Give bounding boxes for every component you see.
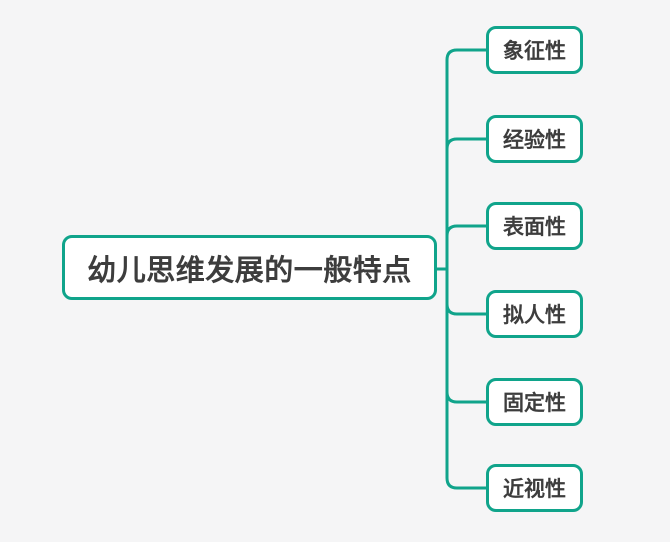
- root-topic-node[interactable]: 幼儿思维发展的一般特点: [62, 235, 437, 300]
- branch-line: [445, 390, 488, 404]
- subtopic-label: 表面性: [503, 216, 566, 239]
- branch-line: [445, 137, 488, 151]
- subtopic-node-1[interactable]: 象征性: [486, 26, 583, 74]
- branch-line: [445, 224, 488, 238]
- subtopic-label: 固定性: [503, 392, 566, 415]
- subtopic-node-2[interactable]: 经验性: [486, 115, 583, 163]
- subtopic-node-3[interactable]: 表面性: [486, 202, 583, 250]
- subtopic-label: 近视性: [503, 478, 566, 501]
- root-topic-label: 幼儿思维发展的一般特点: [87, 254, 412, 287]
- subtopic-label: 象征性: [503, 40, 566, 63]
- subtopic-node-6[interactable]: 近视性: [486, 464, 583, 512]
- trunk-line: [445, 48, 488, 490]
- subtopic-label: 拟人性: [503, 304, 566, 327]
- subtopic-label: 经验性: [503, 129, 566, 152]
- subtopic-node-4[interactable]: 拟人性: [486, 290, 583, 338]
- branch-line: [445, 302, 488, 316]
- subtopic-node-5[interactable]: 固定性: [486, 378, 583, 426]
